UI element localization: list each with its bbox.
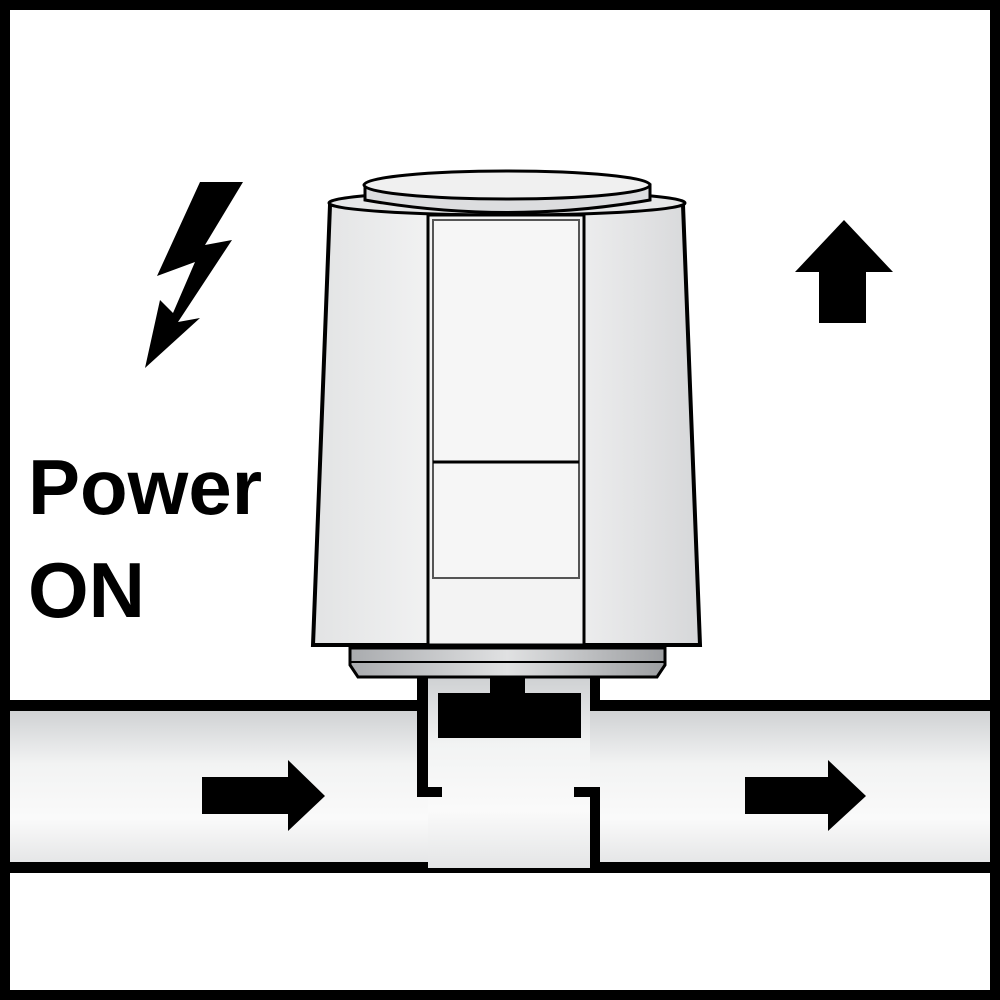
- actuator-cap: [362, 169, 652, 201]
- actuator-window: [432, 219, 580, 579]
- label-power: Power: [28, 443, 262, 531]
- valve-plug: [438, 693, 581, 738]
- label-on: ON: [28, 546, 145, 634]
- valve-left-wall: [417, 678, 442, 797]
- valve-right-upper-wall: [590, 678, 600, 705]
- arrow-up-icon: [795, 220, 893, 323]
- pipe-top-right-wall: [590, 700, 990, 711]
- pipe-top-left-wall: [10, 700, 418, 711]
- lightning-bolt-icon: [145, 182, 243, 368]
- flow-arrow-right-icon: [202, 760, 325, 831]
- flow-arrow-right-icon: [745, 760, 866, 831]
- valve-seat-right: [574, 787, 600, 868]
- valve-stem: [490, 676, 525, 696]
